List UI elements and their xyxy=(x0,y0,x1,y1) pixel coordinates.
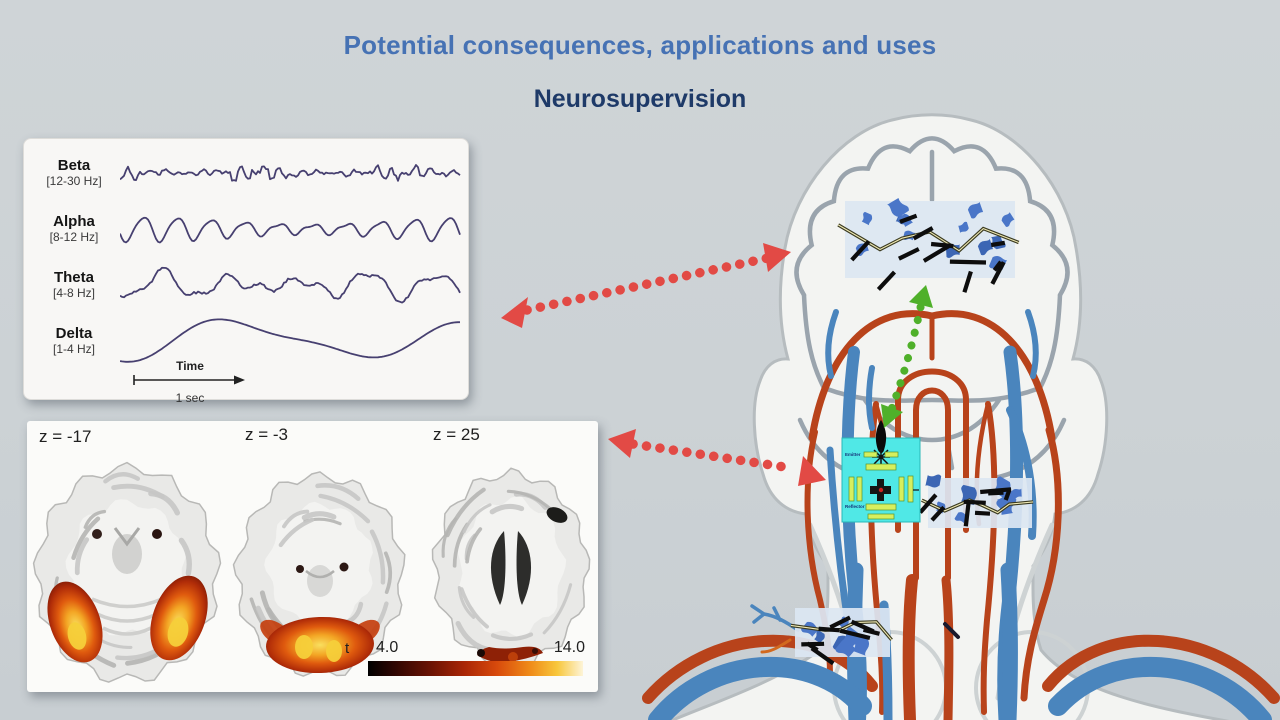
band-range: [4-8 Hz] xyxy=(52,285,95,300)
eeg-waveform-alpha xyxy=(120,216,461,244)
time-axis-arrow-icon xyxy=(133,375,245,385)
eeg-band-row: Theta[4-8 Hz] xyxy=(28,257,464,313)
eeg-waveform-delta xyxy=(120,318,460,363)
eeg-band-rows: Beta[12-30 Hz] Alpha[8-12 Hz] Theta[4-8 Hz… xyxy=(28,145,464,369)
band-name: Beta xyxy=(57,157,91,175)
eeg-band-row: Beta[12-30 Hz] xyxy=(28,145,464,201)
eeg-time-axis: Time 1 sec xyxy=(120,359,260,405)
eeg-panel: Beta[12-30 Hz] Alpha[8-12 Hz] Theta[4-8 Hz… xyxy=(23,138,469,405)
sensor-device: Emitter Reflector xyxy=(841,420,921,523)
eeg-band-label: Theta[4-8 Hz] xyxy=(28,269,120,300)
band-name: Delta xyxy=(55,325,93,343)
band-range: [8-12 Hz] xyxy=(49,229,99,244)
fmri-panel: z = -17 z = -3 z = 25 xyxy=(27,421,598,692)
slice-label-2: z = -3 xyxy=(245,425,288,444)
t-stat-colorbar xyxy=(368,661,583,676)
nanobot-cluster-neck-right xyxy=(918,474,1034,528)
slice-label-1: z = -17 xyxy=(39,427,92,446)
page-subtitle: Neurosupervision xyxy=(533,85,747,113)
electrode-bars xyxy=(848,451,914,520)
eeg-waveform-theta xyxy=(120,266,461,304)
reflector-label: Reflector xyxy=(845,504,865,509)
eeg-band-row: Alpha[8-12 Hz] xyxy=(28,201,464,257)
head-neck-illustration: Emitter Reflector xyxy=(642,113,1280,720)
time-axis-scale: 1 sec xyxy=(175,391,205,405)
eeg-band-label: Alpha[8-12 Hz] xyxy=(28,213,120,244)
eeg-waveform-beta xyxy=(120,164,461,182)
emitter-label: Emitter xyxy=(845,452,861,457)
band-name: Alpha xyxy=(53,213,95,231)
band-range: [12-30 Hz] xyxy=(46,173,102,188)
time-axis-label: Time xyxy=(176,359,204,373)
nanobot-cluster-chest-left xyxy=(790,608,893,666)
stray-nanorod xyxy=(943,622,960,639)
band-range: [1-4 Hz] xyxy=(52,341,95,356)
eeg-band-row: Delta[1-4 Hz] xyxy=(28,313,464,369)
colorbar-min: 4.0 xyxy=(376,639,399,656)
slice-label-3: z = 25 xyxy=(433,425,480,444)
brain-slice-z-17 xyxy=(32,461,222,683)
brain-slice-z-25 xyxy=(431,467,591,668)
eeg-band-label: Delta[1-4 Hz] xyxy=(28,325,120,356)
injector-icon xyxy=(875,420,887,453)
band-name: Theta xyxy=(53,269,94,287)
green-dotted-arrow-icon xyxy=(881,285,933,428)
colorbar-max: 14.0 xyxy=(553,639,585,656)
colorbar-stat-label: t xyxy=(345,640,350,657)
nanobot-cluster-brain xyxy=(837,198,1020,293)
page-title: Potential consequences, applications and… xyxy=(343,30,937,60)
eeg-band-label: Beta[12-30 Hz] xyxy=(28,157,120,188)
brain-slice-z-3 xyxy=(232,471,406,677)
